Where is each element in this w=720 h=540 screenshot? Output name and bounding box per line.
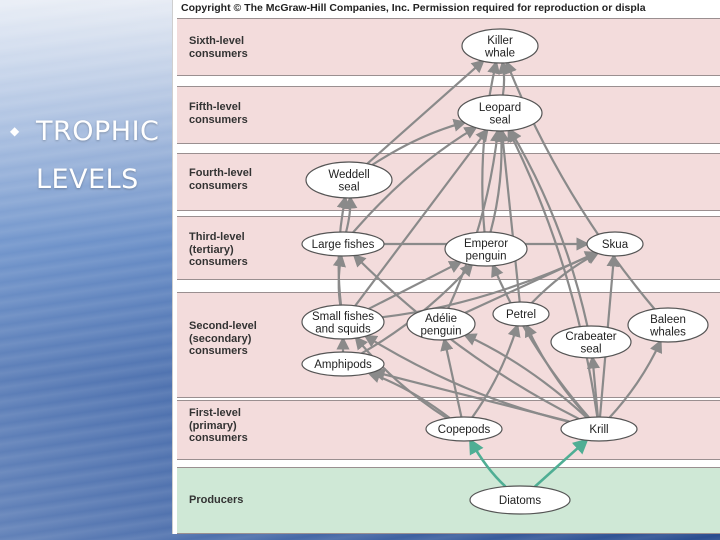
node-shape-leopard-seal <box>457 94 543 132</box>
node-shape-adelie-penguin <box>406 307 476 341</box>
node-copepods: Copepods <box>425 416 503 442</box>
node-shape-diatoms <box>469 485 571 515</box>
node-large-fishes: Large fishes <box>301 231 385 257</box>
band-label-fifth: Fifth-level consumers <box>189 101 248 126</box>
link-diatoms-to-krill <box>534 438 589 488</box>
band-label-second: Second-level (secondary) consumers <box>189 320 257 357</box>
link-copepods-to-adelie-penguin <box>440 337 463 418</box>
link-petrel-to-skua <box>531 252 600 304</box>
node-label-diatoms: Diatoms <box>499 495 541 507</box>
node-label-petrel: Petrel <box>506 309 536 321</box>
node-shape-baleen-whales <box>627 307 709 343</box>
link-krill-to-amphipods <box>371 368 570 423</box>
node-label-skua: Skua <box>602 239 629 251</box>
node-shape-krill <box>560 416 638 442</box>
link-diatoms-to-copepods <box>469 438 507 488</box>
node-shape-petrel <box>492 301 550 327</box>
node-shape-crabeater-seal <box>550 325 632 359</box>
link-adelie-penguin-to-skua <box>464 251 599 314</box>
link-krill-to-baleen-whales <box>608 339 663 419</box>
link-large-fishes-to-weddell-seal <box>344 195 358 233</box>
link-petrel-to-leopard-seal <box>496 128 521 303</box>
link-leopard-seal-to-killer-whale <box>497 60 511 96</box>
node-shape-weddell-seal <box>305 161 393 199</box>
link-copepods-to-small-fishes-squids <box>354 336 448 420</box>
link-adelie-penguin-to-leopard-seal <box>447 128 504 309</box>
link-krill-to-large-fishes <box>352 253 580 420</box>
link-weddell-seal-to-killer-whale <box>366 59 485 165</box>
slide-title-line-1: TROPHIC <box>36 116 160 147</box>
link-small-fishes-squids-to-leopard-seal <box>354 127 489 307</box>
band-label-fourth: Fourth-level consumers <box>189 167 252 192</box>
node-amphipods: Amphipods <box>301 351 385 377</box>
node-krill: Krill <box>560 416 638 442</box>
node-shape-skua <box>586 231 644 257</box>
link-crabeater-seal-to-leopard-seal <box>509 128 589 327</box>
band-sixth: Sixth-level consumers <box>177 18 720 76</box>
band-label-third: Third-level (tertiary) consumers <box>189 231 248 268</box>
band-label-first: First-level (primary) consumers <box>189 407 248 444</box>
band-fifth: Fifth-level consumers <box>177 86 720 144</box>
node-label-krill: Krill <box>589 424 608 436</box>
copyright-notice: Copyright © The McGraw-Hill Companies, I… <box>181 2 646 14</box>
node-diatoms: Diatoms <box>469 485 571 515</box>
link-copepods-to-petrel <box>471 323 521 418</box>
node-label-large-fishes: Large fishes <box>312 239 375 251</box>
node-shape-small-fishes-squids <box>301 304 385 340</box>
link-small-fishes-squids-to-emperor-penguin <box>368 261 463 310</box>
node-petrel: Petrel <box>492 301 550 327</box>
band-producers: Producers <box>177 467 720 534</box>
node-shape-emperor-penguin <box>444 231 528 267</box>
link-large-fishes-to-leopard-seal <box>352 126 478 234</box>
link-krill-to-adelie-penguin <box>462 333 588 419</box>
slide-title-line-2: LEVELS <box>36 164 139 195</box>
node-skua: Skua <box>586 231 644 257</box>
band-label-sixth: Sixth-level consumers <box>189 35 248 60</box>
bullet-diamond-icon: ◆ <box>10 124 20 138</box>
node-shape-amphipods <box>301 351 385 377</box>
node-shape-large-fishes <box>301 231 385 257</box>
node-shape-copepods <box>425 416 503 442</box>
band-label-producers: Producers <box>189 494 244 506</box>
node-shape-killer-whale <box>461 28 539 64</box>
node-label-copepods: Copepods <box>438 424 491 436</box>
link-krill-to-emperor-penguin <box>491 263 590 419</box>
feeding-links <box>332 59 663 488</box>
link-weddell-seal-to-leopard-seal <box>371 118 467 166</box>
node-label-amphipods: Amphipods <box>314 359 372 371</box>
